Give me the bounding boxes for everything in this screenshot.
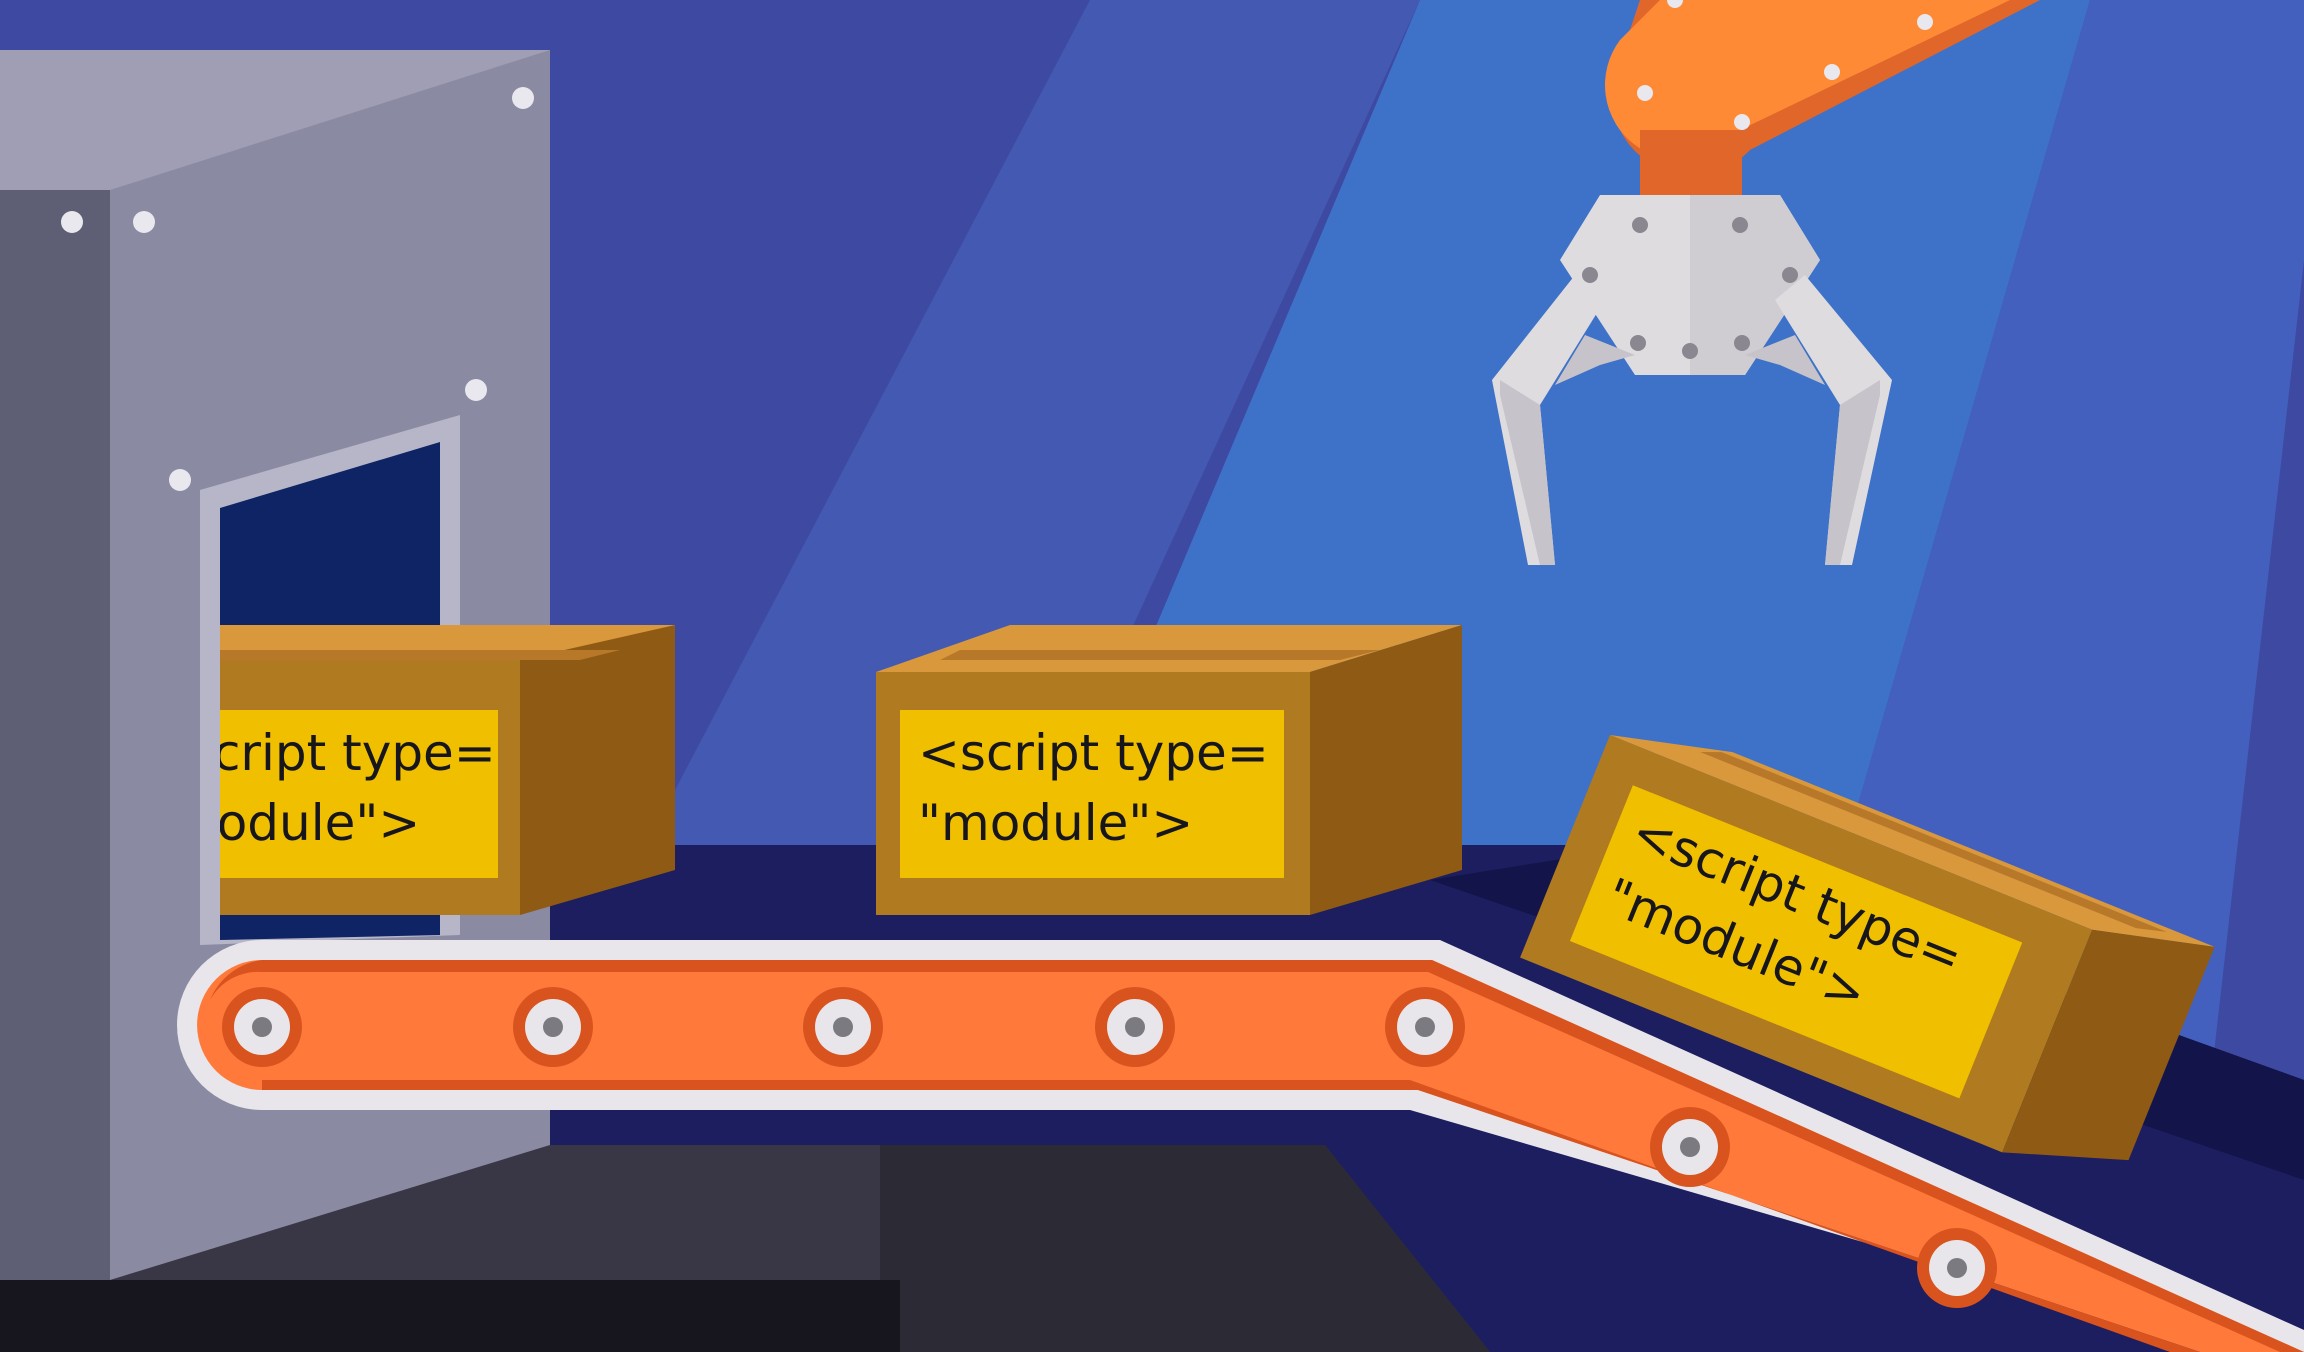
box-2-top-seam bbox=[940, 650, 1380, 660]
belt-surface bbox=[197, 960, 2304, 1352]
roller-3 bbox=[803, 987, 883, 1067]
base-block-side bbox=[880, 1145, 1490, 1352]
box-1-side bbox=[520, 625, 675, 915]
claw-right-finger-shade bbox=[1825, 380, 1880, 565]
arm-rivets bbox=[1637, 0, 1933, 130]
belt-rollers bbox=[222, 987, 1997, 1308]
roller-7 bbox=[1917, 1228, 1997, 1308]
box-1 bbox=[220, 625, 675, 915]
base-block-floor bbox=[0, 1280, 900, 1352]
claw-right-finger bbox=[1775, 275, 1892, 565]
machine-rivets bbox=[61, 87, 534, 491]
box-1-label-text: <script type= "module"> bbox=[145, 724, 496, 852]
claw bbox=[1492, 195, 1892, 565]
box-1-label bbox=[220, 710, 498, 878]
claw-head-shade bbox=[1690, 195, 1820, 375]
arm-joint bbox=[1640, 130, 1742, 200]
roller-6 bbox=[1650, 1107, 1730, 1187]
roller-4 bbox=[1095, 987, 1175, 1067]
box-1-top-seam bbox=[220, 650, 620, 660]
claw-rivets bbox=[1582, 217, 1798, 359]
box-1-line-2: "module"> bbox=[145, 794, 420, 852]
box-1-line-1: <script type= bbox=[145, 724, 496, 782]
roller-1 bbox=[222, 987, 302, 1067]
claw-left-link bbox=[1555, 335, 1635, 385]
box-3 bbox=[1520, 735, 2215, 1161]
box-3-label bbox=[1569, 785, 2023, 1099]
claw-right-link bbox=[1745, 335, 1825, 385]
box-3-side bbox=[2002, 929, 2215, 1161]
roller-2 bbox=[513, 987, 593, 1067]
box-2-top bbox=[876, 625, 1462, 672]
box-2-label bbox=[900, 710, 1284, 878]
box-2-line-2: "module"> bbox=[918, 794, 1193, 852]
claw-left-finger bbox=[1492, 275, 1605, 565]
arm-segment bbox=[1604, 0, 2010, 160]
box-2-side bbox=[1310, 625, 1462, 915]
box-2-line-1: <script type= bbox=[918, 724, 1269, 782]
robot-arm bbox=[1604, 0, 2040, 200]
roller-5 bbox=[1385, 987, 1465, 1067]
machine-side bbox=[0, 190, 110, 1280]
machine-top bbox=[0, 50, 550, 190]
box-2 bbox=[876, 625, 1462, 915]
conveyor-belt bbox=[177, 940, 2304, 1352]
box-3-top-seam bbox=[1700, 752, 2167, 932]
claw-left-finger-shade bbox=[1500, 380, 1555, 565]
box-2-label-text: <script type= "module"> bbox=[918, 724, 1269, 852]
